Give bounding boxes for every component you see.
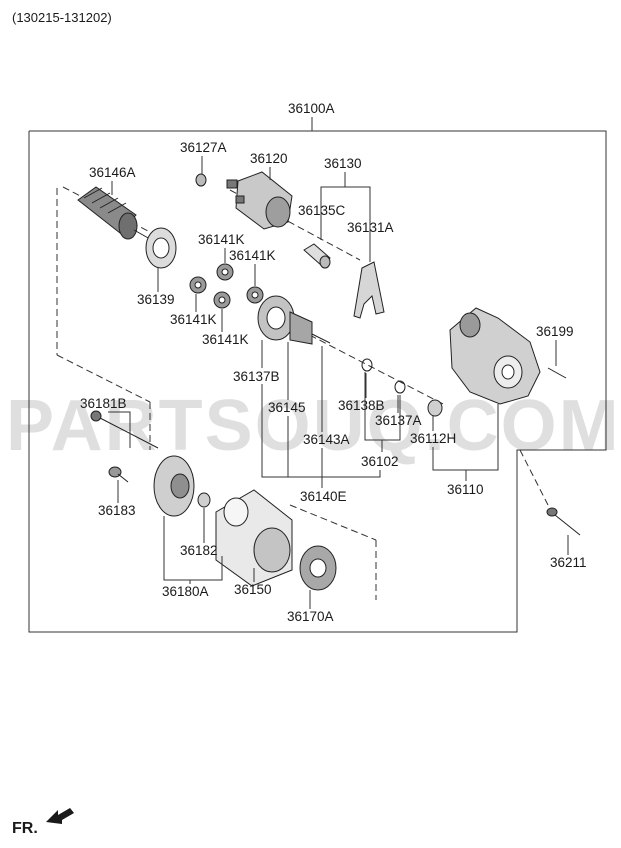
- callout-36141K-3[interactable]: 36141K: [170, 312, 217, 327]
- callout-36146A[interactable]: 36146A: [89, 165, 136, 180]
- callout-36199[interactable]: 36199: [536, 324, 574, 339]
- callout-36180A[interactable]: 36180A: [162, 584, 209, 599]
- callout-36102[interactable]: 36102: [361, 454, 399, 469]
- rear-bracket-icon: [153, 455, 195, 517]
- callout-36137B[interactable]: 36137B: [233, 369, 280, 384]
- front-marker-label: FR.: [12, 820, 38, 837]
- callout-36100A[interactable]: 36100A: [288, 101, 335, 116]
- solenoid-icon: [226, 171, 361, 261]
- callout-36127A[interactable]: 36127A: [180, 140, 227, 155]
- callout-36211[interactable]: 36211: [550, 555, 587, 570]
- bushing-icon: [197, 492, 211, 508]
- mounting-bolt-icon: [519, 449, 581, 536]
- callout-36140E[interactable]: 36140E: [300, 489, 347, 504]
- through-bolt-icon: [90, 410, 159, 449]
- assembly-frame: [28, 130, 607, 633]
- callout-36141K-4[interactable]: 36141K: [202, 332, 249, 347]
- callout-36182[interactable]: 36182: [180, 543, 218, 558]
- callout-36139[interactable]: 36139: [137, 292, 175, 307]
- callout-36150[interactable]: 36150: [234, 582, 272, 597]
- callout-36181B[interactable]: 36181B: [80, 396, 127, 411]
- front-arrow-icon: [46, 808, 74, 824]
- plug-icon: [547, 367, 567, 379]
- callout-36170A[interactable]: 36170A: [287, 609, 334, 624]
- shift-lever-icon: [353, 261, 385, 319]
- alignment-line: [56, 354, 151, 403]
- drive-shaft-icon: [257, 295, 446, 406]
- callout-36138B[interactable]: 36138B: [338, 398, 385, 413]
- callout-group: 36127A 36120 36130 36146A 36135C 36131A …: [80, 140, 587, 624]
- starter-housing-icon: [449, 307, 541, 405]
- callout-36137A[interactable]: 36137A: [375, 413, 422, 428]
- callout-36110[interactable]: 36110: [447, 482, 484, 497]
- callout-36183[interactable]: 36183: [98, 503, 136, 518]
- callout-36130[interactable]: 36130: [324, 156, 362, 171]
- planetary-gear-icon: [189, 263, 264, 309]
- callout-36145[interactable]: 36145: [268, 400, 306, 415]
- yoke-icon: [215, 489, 293, 587]
- serial-range-label: (130215-131202): [12, 10, 112, 25]
- dust-cover-icon: [145, 227, 177, 269]
- callout-36141K-2[interactable]: 36141K: [229, 248, 276, 263]
- armature-icon: [62, 186, 151, 240]
- callout-36143A[interactable]: 36143A: [303, 432, 350, 447]
- screw-icon: [108, 466, 129, 483]
- callout-36141K-1[interactable]: 36141K: [198, 232, 245, 247]
- snap-ring-icon: [361, 358, 443, 417]
- callout-36131A[interactable]: 36131A: [347, 220, 394, 235]
- nut-icon: [195, 173, 207, 187]
- callout-36112H[interactable]: 36112H: [410, 431, 456, 446]
- brush-holder-icon: [289, 504, 377, 600]
- callout-36120[interactable]: 36120: [250, 151, 288, 166]
- callout-36135C[interactable]: 36135C: [298, 203, 346, 218]
- plunger-icon: [303, 243, 331, 269]
